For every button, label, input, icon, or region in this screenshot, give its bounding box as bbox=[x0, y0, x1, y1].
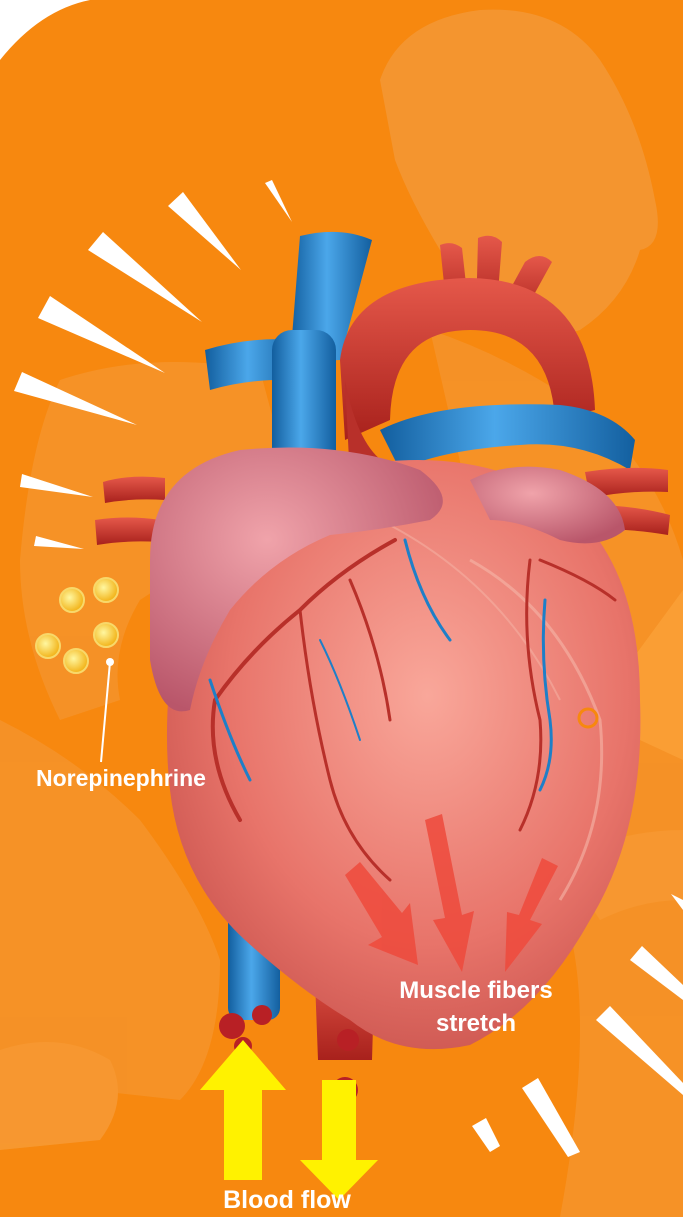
blood-flow-label: Blood flow bbox=[223, 1186, 351, 1214]
norepinephrine-label: Norepinephrine bbox=[36, 765, 206, 791]
muscle-fibers-label-line2: stretch bbox=[436, 1010, 516, 1037]
hormone-dot-icon bbox=[64, 649, 88, 673]
hormone-dot-icon bbox=[94, 578, 118, 602]
hormone-dot-icon bbox=[60, 588, 84, 612]
hormone-dot-icon bbox=[36, 634, 60, 658]
hormone-dot-icon bbox=[94, 623, 118, 647]
muscle-fibers-label-line1: Muscle fibers bbox=[399, 977, 552, 1004]
